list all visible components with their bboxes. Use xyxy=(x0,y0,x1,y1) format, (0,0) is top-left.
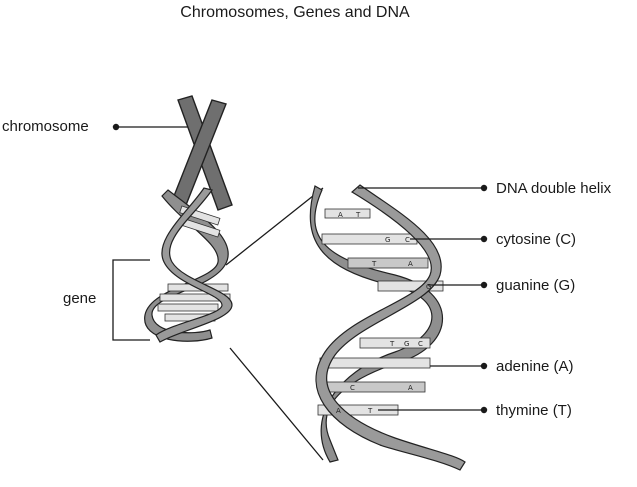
svg-text:T: T xyxy=(367,407,373,415)
svg-text:A: A xyxy=(408,384,413,392)
small-helix xyxy=(144,187,233,343)
svg-text:G: G xyxy=(426,283,431,291)
adenine-leader xyxy=(430,362,488,370)
svg-text:C: C xyxy=(405,236,410,244)
chromosome-leader xyxy=(112,123,188,131)
svg-text:G: G xyxy=(385,236,390,244)
chromosome-shape xyxy=(171,95,233,211)
helix-label: DNA double helix xyxy=(496,180,612,197)
cytosine-label: cytosine (C) xyxy=(496,231,576,248)
diagram-title: Chromosomes, Genes and DNA xyxy=(180,4,410,21)
svg-text:T: T xyxy=(389,340,395,348)
svg-text:C: C xyxy=(350,384,355,392)
gene-bracket xyxy=(112,259,150,341)
guanine-leader xyxy=(428,281,488,289)
gene-label: gene xyxy=(63,290,96,307)
adenine-label: adenine (A) xyxy=(496,358,574,375)
svg-text:T: T xyxy=(355,211,361,219)
svg-text:C: C xyxy=(418,340,423,348)
cytosine-leader xyxy=(410,235,488,243)
svg-text:A: A xyxy=(408,260,413,268)
helix-leader xyxy=(358,184,488,192)
base-pairs xyxy=(317,208,444,416)
guanine-label: guanine (G) xyxy=(496,277,575,294)
svg-text:T: T xyxy=(371,260,377,268)
zoom-lines xyxy=(225,187,324,461)
svg-text:A: A xyxy=(336,407,341,415)
svg-text:G: G xyxy=(404,340,409,348)
chromosome-label: chromosome xyxy=(2,118,89,135)
svg-text:A: A xyxy=(338,211,343,219)
thymine-leader xyxy=(378,406,488,414)
large-helix: A T G C T A G T G C C A A T xyxy=(309,184,466,471)
thymine-label: thymine (T) xyxy=(496,402,572,419)
